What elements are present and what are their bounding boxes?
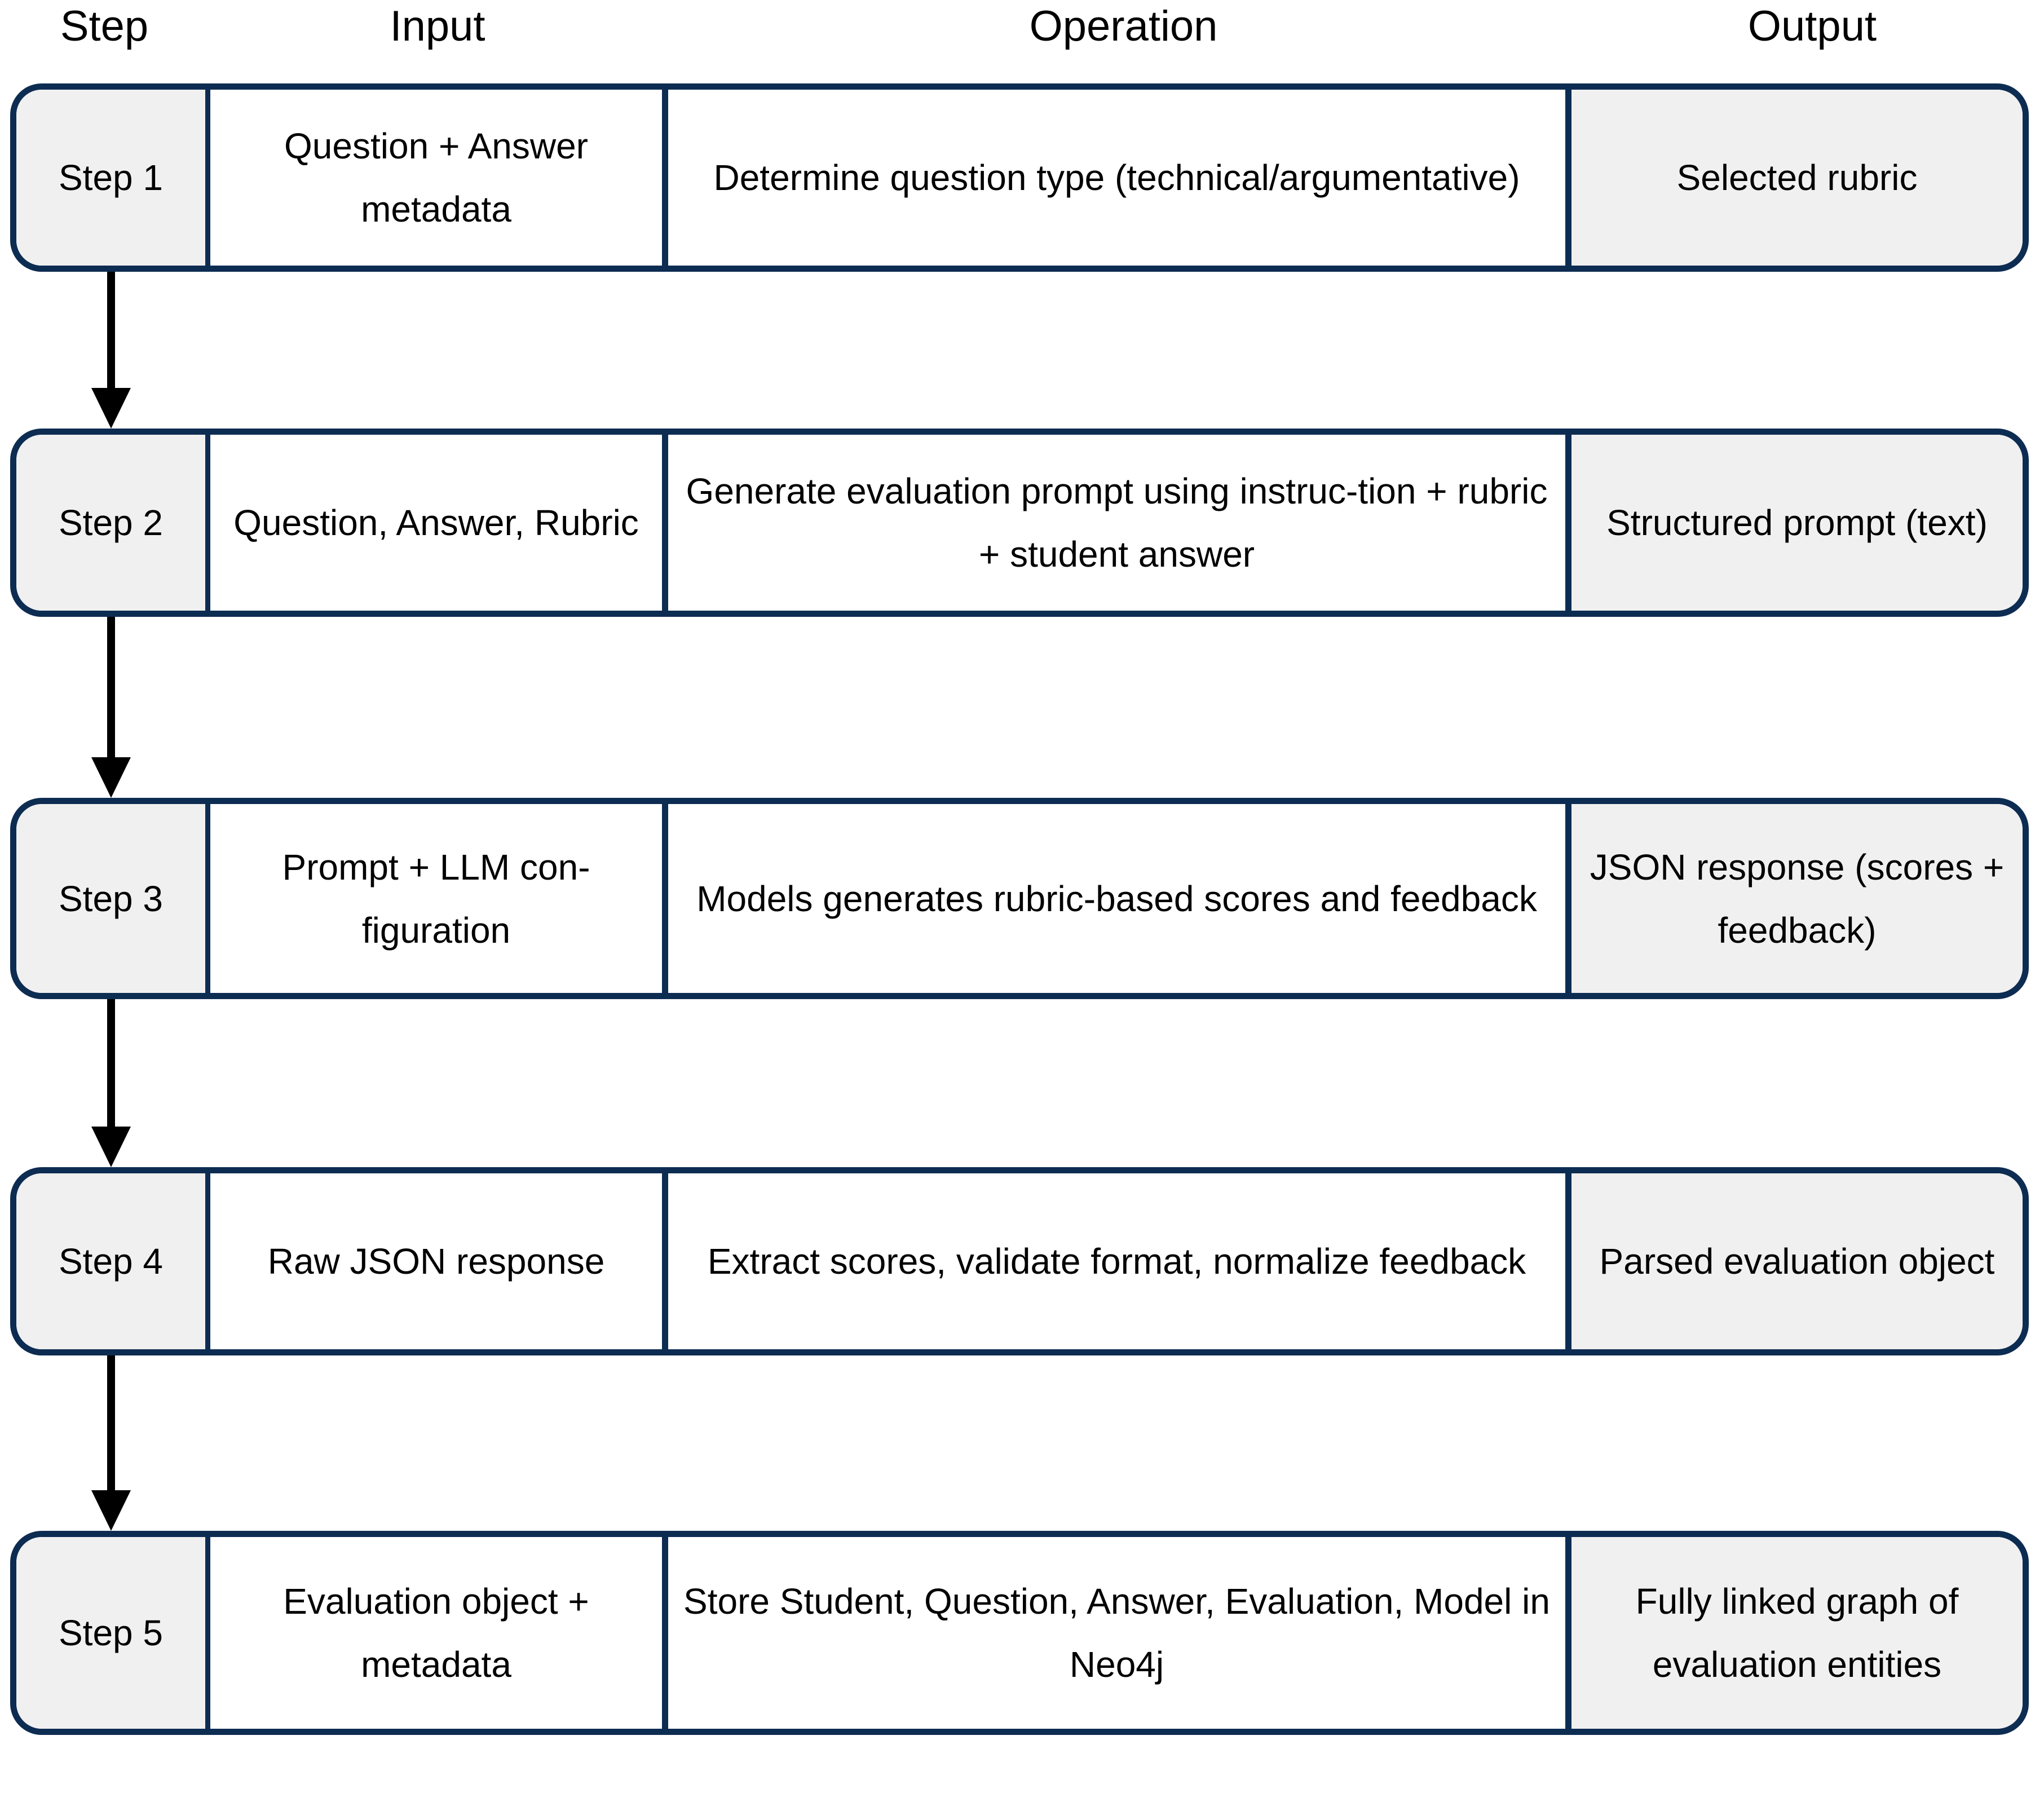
output-text: Parsed evaluation object [1599, 1241, 1995, 1282]
down-arrow-icon [91, 617, 131, 798]
input-cell: Question + Answer metadata [210, 90, 668, 266]
operation-text: Determine question type (technical/argum… [713, 157, 1520, 198]
arrow-stem [107, 1355, 115, 1490]
operation-cell: Generate evaluation prompt using instruc… [668, 435, 1571, 611]
output-cell: Structured prompt (text) [1571, 435, 2023, 611]
input-cell: Evaluation object + metadata [210, 1537, 668, 1729]
arrow-head [91, 1127, 131, 1167]
operation-cell: Extract scores, validate format, normali… [668, 1173, 1571, 1349]
arrow-stem [107, 999, 115, 1127]
step-label-cell: Step 3 [16, 804, 210, 993]
operation-text: Models generates rubric-based scores and… [696, 878, 1537, 919]
step-label-cell: Step 5 [16, 1537, 210, 1729]
input-text: Evaluation object + metadata [283, 1581, 589, 1685]
step-label-text: Step 2 [58, 502, 164, 543]
output-cell: Fully linked graph of evaluation entitie… [1571, 1537, 2023, 1729]
output-cell: JSON response (scores + feedback) [1571, 804, 2023, 993]
input-text: Prompt + LLM con-figuration [282, 846, 590, 951]
input-cell: Raw JSON response [210, 1173, 668, 1349]
input-text: Question, Answer, Rubric [233, 502, 639, 543]
operation-cell: Determine question type (technical/argum… [668, 90, 1571, 266]
output-cell: Selected rubric [1571, 90, 2023, 266]
input-cell: Question, Answer, Rubric [210, 435, 668, 611]
step-label-text: Step 3 [58, 878, 164, 919]
output-text: Selected rubric [1676, 157, 1918, 198]
step-label-text: Step 4 [58, 1241, 164, 1282]
arrow-head [91, 757, 131, 798]
flow-row-step-3: Step 3 Prompt + LLM con-figuration Model… [10, 798, 2029, 999]
down-arrow-icon [91, 1355, 131, 1531]
flow-row-step-2: Step 2 Question, Answer, Rubric Generate… [10, 429, 2029, 617]
column-header-output: Output [1747, 2, 1877, 50]
output-text: JSON response (scores + feedback) [1590, 846, 2005, 951]
operation-text: Generate evaluation prompt using instruc… [686, 471, 1548, 575]
step-label-text: Step 5 [58, 1613, 164, 1653]
column-header-input: Input [390, 2, 485, 50]
arrow-head [91, 388, 131, 429]
flow-row-step-4: Step 4 Raw JSON response Extract scores,… [10, 1167, 2029, 1355]
input-cell: Prompt + LLM con-figuration [210, 804, 668, 993]
operation-cell: Store Student, Question, Answer, Evaluat… [668, 1537, 1571, 1729]
input-text: Question + Answer metadata [284, 126, 588, 229]
arrow-stem [107, 617, 115, 757]
down-arrow-icon [91, 272, 131, 429]
operation-cell: Models generates rubric-based scores and… [668, 804, 1571, 993]
operation-text: Extract scores, validate format, normali… [707, 1241, 1526, 1282]
step-label-text: Step 1 [58, 157, 164, 198]
column-header-row: Step Input Operation Output [0, 0, 2044, 79]
step-label-cell: Step 2 [16, 435, 210, 611]
step-label-cell: Step 4 [16, 1173, 210, 1349]
arrow-stem [107, 272, 115, 388]
output-cell: Parsed evaluation object [1571, 1173, 2023, 1349]
flow-row-step-5: Step 5 Evaluation object + metadata Stor… [10, 1531, 2029, 1735]
operation-text: Store Student, Question, Answer, Evaluat… [683, 1581, 1550, 1685]
column-header-step: Step [60, 2, 149, 50]
output-text: Structured prompt (text) [1606, 502, 1988, 543]
down-arrow-icon [91, 999, 131, 1167]
arrow-head [91, 1490, 131, 1531]
step-label-cell: Step 1 [16, 90, 210, 266]
column-header-operation: Operation [1029, 2, 1218, 50]
output-text: Fully linked graph of evaluation entitie… [1635, 1581, 1959, 1685]
flow-row-step-1: Step 1 Question + Answer metadata Determ… [10, 83, 2029, 272]
input-text: Raw JSON response [267, 1241, 605, 1282]
